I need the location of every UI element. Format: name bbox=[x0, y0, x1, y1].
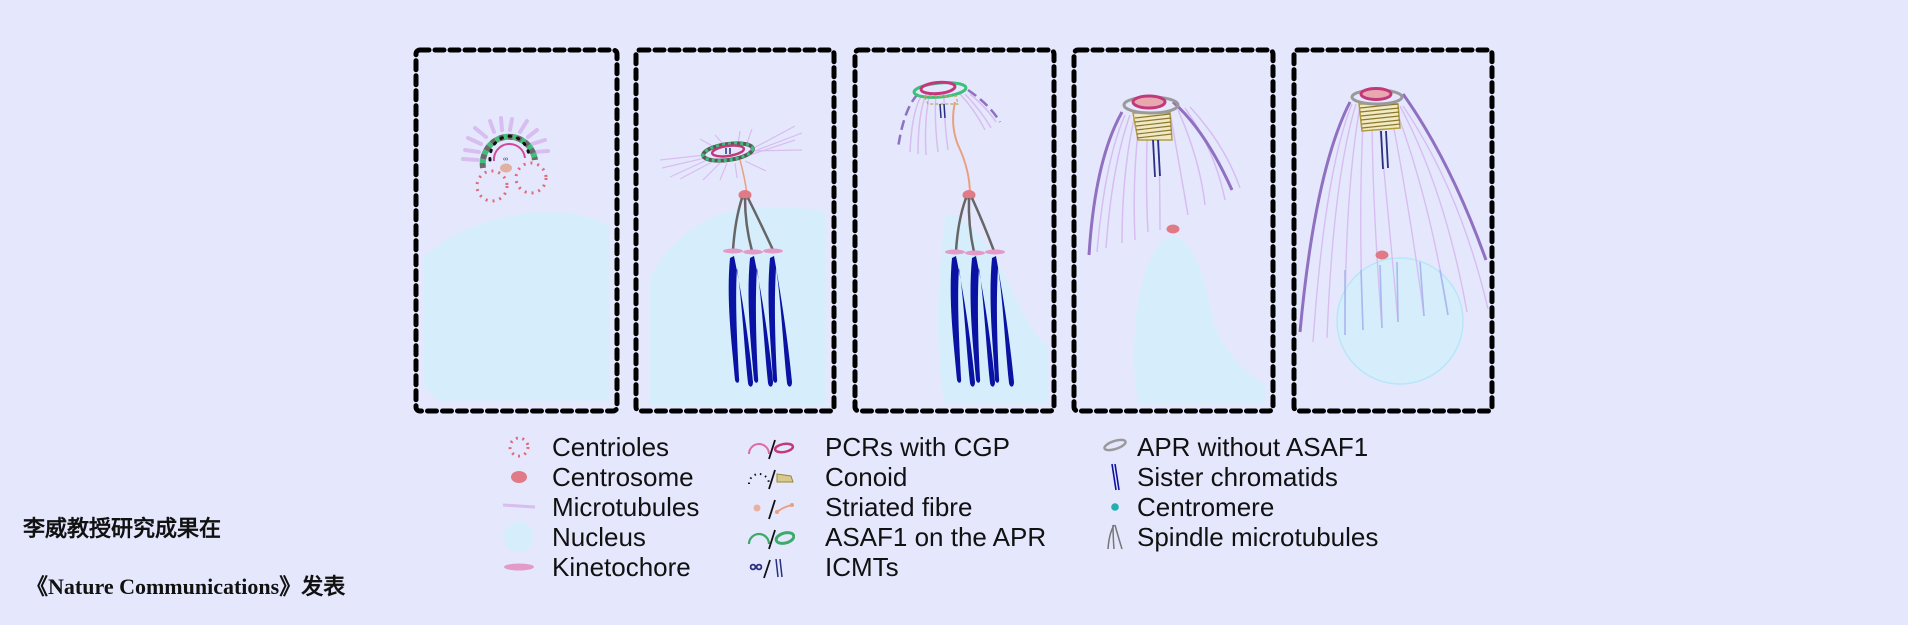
centrosome bbox=[1166, 224, 1180, 234]
nucleus bbox=[1336, 257, 1464, 385]
icmt-mark: ∞ bbox=[503, 156, 508, 163]
panel-5 bbox=[1291, 47, 1495, 414]
centriole-left bbox=[475, 169, 509, 203]
asaf1-ring-green bbox=[701, 141, 755, 163]
legend-label: Centrosome bbox=[552, 462, 694, 492]
legend-label: Spindle microtubules bbox=[1137, 522, 1379, 552]
asaf1-arc bbox=[479, 133, 538, 169]
microtubules bbox=[659, 125, 803, 181]
microtubules-icon bbox=[502, 503, 536, 509]
striated-fibre bbox=[952, 101, 971, 196]
apr-arc-left bbox=[896, 93, 919, 149]
legend-label: Microtubules bbox=[552, 492, 700, 522]
centrioles-icon bbox=[508, 436, 530, 458]
kinetochore-icon bbox=[504, 563, 534, 571]
conoid bbox=[923, 95, 959, 105]
legend-label: Centromere bbox=[1137, 492, 1275, 522]
apr-without-asaf1-icon bbox=[1103, 438, 1127, 452]
pcr-ring bbox=[710, 144, 746, 158]
icmt bbox=[1157, 139, 1161, 177]
panel-3-border bbox=[852, 47, 1057, 414]
conoid-stripes bbox=[1359, 103, 1401, 129]
kinetochores bbox=[945, 249, 1005, 256]
legend-label: Conoid bbox=[825, 462, 908, 492]
spindle-microtubules-icon bbox=[1107, 524, 1123, 550]
pcr-ring bbox=[1131, 94, 1167, 110]
pcr-arc bbox=[492, 142, 526, 162]
panel-4 bbox=[1071, 47, 1276, 414]
panel-2 bbox=[633, 47, 837, 414]
nucleus bbox=[1134, 236, 1266, 403]
legend-label: Nucleus bbox=[552, 522, 646, 552]
microtubules bbox=[461, 116, 550, 162]
legend-label: Striated fibre bbox=[825, 492, 973, 522]
panel-5-border bbox=[1291, 47, 1495, 414]
centromere-icon bbox=[1111, 503, 1119, 511]
legend-label: Kinetochore bbox=[552, 552, 691, 582]
legend-label: ASAF1 on the APR bbox=[825, 522, 1047, 552]
icmts-icon bbox=[749, 558, 783, 579]
caption-line-2: 《Nature Communications》发表 bbox=[26, 574, 346, 599]
panel-1: ∞ bbox=[413, 47, 620, 414]
conoid-stripes bbox=[1134, 113, 1173, 139]
icmt bbox=[943, 103, 946, 119]
centriole-right bbox=[514, 161, 548, 195]
icmt bbox=[1385, 130, 1389, 169]
centrosome-icon bbox=[511, 471, 527, 483]
panel-2-border bbox=[633, 47, 837, 414]
icmt bbox=[1380, 130, 1384, 170]
centrosome bbox=[962, 190, 976, 200]
pcrs-with-cgp-icon bbox=[748, 439, 795, 460]
sister-chromatids bbox=[728, 256, 792, 387]
pcr-ring bbox=[919, 80, 957, 96]
legend-label: Sister chromatids bbox=[1137, 462, 1338, 492]
panel-4-border bbox=[1071, 47, 1276, 414]
nucleus bbox=[424, 212, 610, 402]
asaf1-on-apr-icon bbox=[747, 529, 795, 550]
apr-arc-right bbox=[1172, 100, 1234, 191]
apr-arc-right bbox=[1401, 93, 1488, 261]
apr-arc-left bbox=[1087, 111, 1124, 256]
striated-fibre-dot bbox=[500, 163, 512, 173]
centrosome bbox=[738, 190, 752, 200]
sister-chromatids-icon bbox=[1111, 463, 1120, 491]
caption-line-1: 李威教授研究成果在 bbox=[23, 516, 222, 541]
spindle-microtubules bbox=[954, 197, 996, 253]
legend-label: PCRs with CGP bbox=[825, 432, 1010, 462]
microtubules-in-nucleus bbox=[1344, 261, 1449, 335]
nucleus-icon bbox=[504, 522, 534, 552]
conoid-dots bbox=[488, 134, 531, 162]
spindle-microtubules bbox=[731, 197, 775, 252]
centrosome bbox=[1375, 250, 1389, 260]
apr-arc-left bbox=[1298, 101, 1352, 333]
kinetochores bbox=[723, 248, 783, 255]
legend-label: APR without ASAF1 bbox=[1137, 432, 1369, 462]
legend-label: ICMTs bbox=[825, 552, 899, 582]
icmt bbox=[939, 103, 942, 119]
asaf1-arc-green bbox=[479, 133, 538, 169]
striated-fibre-icon bbox=[753, 499, 794, 520]
sister-chromatids bbox=[950, 256, 1014, 387]
conoid-icon bbox=[748, 469, 794, 490]
panel-1-border bbox=[413, 47, 620, 414]
pcr-ring bbox=[1359, 87, 1393, 101]
nucleus bbox=[650, 207, 825, 405]
legend-label: Centrioles bbox=[552, 432, 670, 462]
apr-arc-right bbox=[967, 88, 1002, 123]
striated-fibre bbox=[739, 159, 748, 196]
panel-3 bbox=[852, 47, 1057, 414]
icmt bbox=[1152, 139, 1156, 178]
